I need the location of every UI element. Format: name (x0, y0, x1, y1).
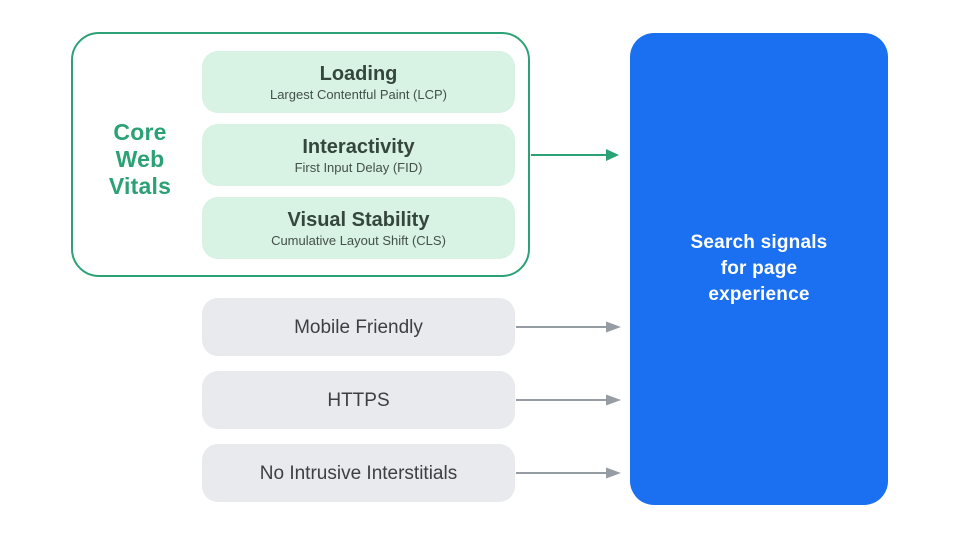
core-web-vitals-label-line: Vitals (108, 173, 172, 199)
arrow-mobile-friendly (516, 321, 621, 333)
signal-card-label: HTTPS (327, 389, 390, 411)
arrow-core-web-vitals (531, 149, 619, 161)
vital-card-interactivity: Interactivity First Input Delay (FID) (202, 124, 515, 186)
vital-card-title: Interactivity (302, 135, 415, 158)
vital-card-subtitle: First Input Delay (FID) (294, 159, 423, 175)
core-web-vitals-label-line: Core (113, 119, 167, 145)
core-web-vitals-label-line: Web (115, 146, 165, 172)
arrow-https (516, 394, 621, 406)
signal-card-label: Mobile Friendly (294, 316, 423, 338)
vital-card-title: Loading (319, 62, 398, 85)
signal-card-https: HTTPS (202, 371, 515, 429)
vital-card-loading: Loading Largest Contentful Paint (LCP) (202, 51, 515, 113)
vital-card-title: Visual Stability (287, 208, 430, 231)
search-signals-line: experience (708, 284, 810, 305)
signal-card-no-intrusive-interstitials: No Intrusive Interstitials (202, 444, 515, 502)
signal-card-mobile-friendly: Mobile Friendly (202, 298, 515, 356)
vital-card-subtitle: Largest Contentful Paint (LCP) (269, 86, 448, 102)
search-signals-line: for page (720, 258, 798, 279)
vital-card-visual-stability: Visual Stability Cumulative Layout Shift… (202, 197, 515, 259)
search-signals-box: Search signals for page experience (630, 33, 888, 505)
signal-card-label: No Intrusive Interstitials (259, 462, 458, 484)
arrow-no-intrusive-interstitials (516, 467, 621, 479)
search-signals-line: Search signals (690, 232, 828, 253)
vital-card-subtitle: Cumulative Layout Shift (CLS) (271, 232, 446, 248)
core-web-vitals-label: Core Web Vitals (80, 119, 200, 200)
